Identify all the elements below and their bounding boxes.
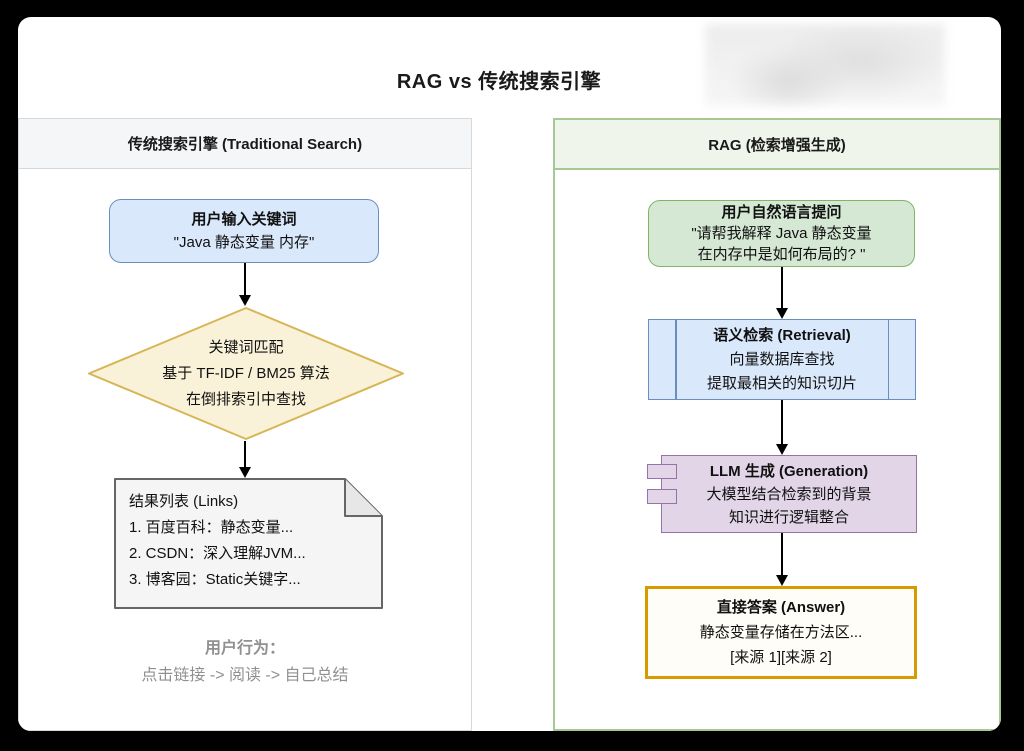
generation-line1: 大模型结合检索到的背景 (706, 485, 872, 503)
retrieval-left-bar (675, 320, 677, 399)
retrieval-right-bar (887, 320, 889, 399)
answer-node: 直接答案 (Answer) 静态变量存储在方法区... [来源 1][来源 2] (645, 586, 917, 679)
diagram-title: RAG vs 传统搜索引擎 (396, 71, 602, 93)
diamond-line1: 基于 TF-IDF / BM25 算法 (162, 364, 330, 382)
diamond-title: 关键词匹配 (208, 338, 284, 356)
flow-arrow-right-1 (776, 267, 788, 319)
blurred-watermark-region (705, 24, 945, 106)
question-node: 用户自然语言提问 "请帮我解释 Java 静态变量 在内存中是如何布局的? " (648, 200, 915, 267)
keyword-match-diamond: 关键词匹配 基于 TF-IDF / BM25 算法 在倒排索引中查找 (86, 306, 406, 441)
user-behavior-title: 用户行为： (204, 640, 285, 657)
user-behavior-line: 点击链接 -> 阅读 -> 自己总结 (141, 667, 349, 684)
question-line2: "请帮我解释 Java 静态变量 (691, 225, 872, 242)
generation-line2: 知识进行逻辑整合 (728, 508, 849, 526)
results-title: 结果列表 (Links) (129, 493, 239, 510)
retrieval-node: 语义检索 (Retrieval) 向量数据库查找 提取最相关的知识切片 (648, 319, 916, 400)
keyword-input-node: 用户输入关键词 "Java 静态变量 内存" (109, 199, 379, 263)
results-document-node: 结果列表 (Links) 1. 百度百科：静态变量... 2. CSDN：深入理… (114, 478, 383, 609)
retrieval-line2: 提取最相关的知识切片 (706, 374, 857, 392)
result-item-2: 2. CSDN：深入理解JVM... (129, 545, 306, 562)
traditional-search-header: 传统搜索引擎 (Traditional Search) (19, 119, 471, 169)
question-line1: 用户自然语言提问 (721, 204, 842, 221)
panel-traditional-search: 传统搜索引擎 (Traditional Search) 用户输入关键词 "Jav… (18, 118, 472, 731)
generation-title: LLM 生成 (Generation) (709, 462, 869, 480)
keyword-input-line1: 用户输入关键词 (191, 211, 297, 228)
result-item-1: 1. 百度百科：静态变量... (129, 519, 294, 536)
rag-header: RAG (检索增强生成) (555, 120, 999, 170)
answer-line1: 静态变量存储在方法区... (699, 624, 863, 641)
answer-title: 直接答案 (Answer) (716, 599, 846, 616)
user-behavior-note: 用户行为： 点击链接 -> 阅读 -> 自己总结 (59, 635, 431, 689)
question-line3: 在内存中是如何布局的? " (697, 246, 866, 263)
flow-arrow-right-2 (776, 400, 788, 455)
diamond-line2: 在倒排索引中查找 (185, 390, 306, 408)
answer-line2: [来源 1][来源 2] (730, 649, 832, 666)
keyword-input-line2: "Java 静态变量 内存" (173, 234, 315, 251)
diamond-shape (88, 307, 404, 440)
component-tab-top (647, 464, 677, 479)
result-item-3: 3. 博客园：Static关键字... (129, 571, 301, 588)
retrieval-title: 语义检索 (Retrieval) (713, 326, 851, 344)
document-shape (114, 478, 383, 609)
diagram-canvas: RAG vs 传统搜索引擎 传统搜索引擎 (Traditional Search… (18, 17, 1001, 731)
component-tab-bottom (647, 489, 677, 504)
retrieval-line1: 向量数据库查找 (729, 350, 835, 368)
generation-node: LLM 生成 (Generation) 大模型结合检索到的背景 知识进行逻辑整合 (661, 455, 917, 533)
flow-arrow-left-1 (239, 263, 251, 306)
panel-rag: RAG (检索增强生成) 用户自然语言提问 "请帮我解释 Java 静态变量 在… (553, 118, 1001, 731)
flow-arrow-right-3 (776, 533, 788, 586)
flow-arrow-left-2 (239, 441, 251, 478)
